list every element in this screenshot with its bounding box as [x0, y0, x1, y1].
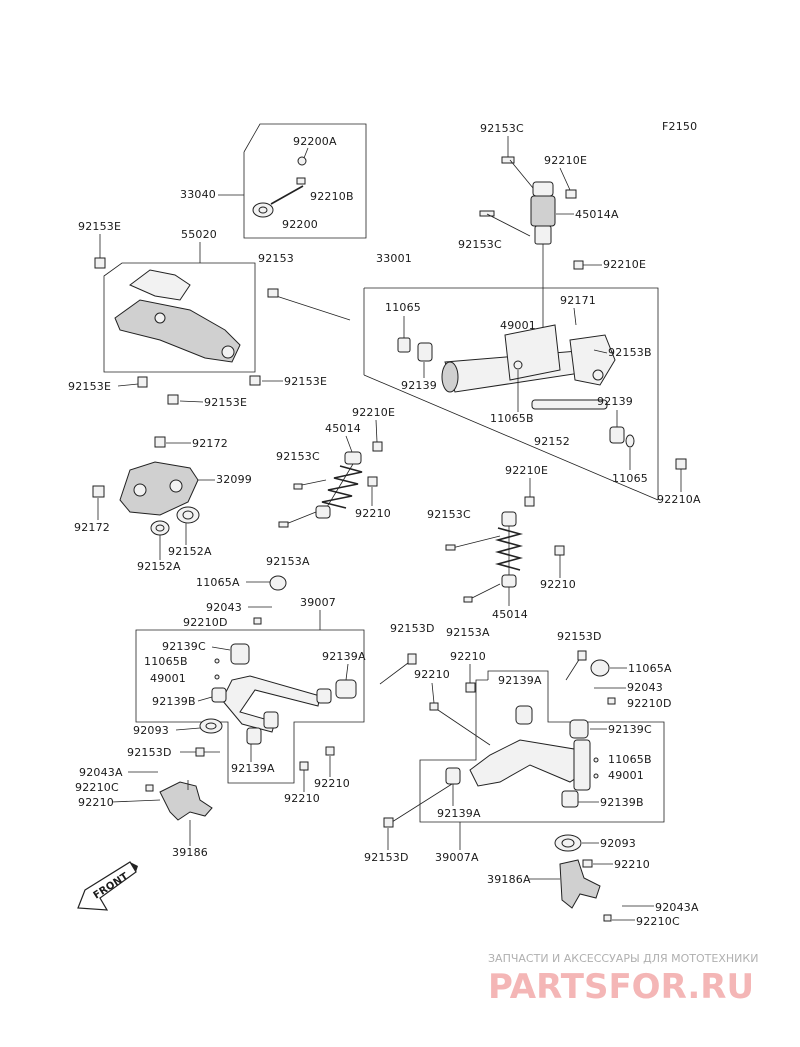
label-92210-left-arm-b: 92210 — [314, 777, 350, 790]
label-45014a: 45014A — [575, 208, 619, 221]
label-92153e-bottom: 92153E — [204, 396, 247, 409]
label-92210-left-knuckle: 92210 — [78, 796, 114, 809]
skid-plate-bracket — [114, 269, 241, 363]
label-92171: 92171 — [560, 294, 596, 307]
label-55020: 55020 — [181, 228, 217, 241]
label-92200: 92200 — [282, 218, 318, 231]
label-92139a-left-top: 92139A — [322, 650, 366, 663]
label-92153a-right: 92153A — [446, 626, 490, 639]
label-92210-center: 92210 — [414, 668, 450, 681]
label-92153e-top-left: 92153E — [78, 220, 121, 233]
label-49001-swingarm: 49001 — [500, 319, 536, 332]
label-92200a: 92200A — [293, 135, 337, 148]
label-92153d-right-bottom: 92153D — [364, 851, 409, 864]
label-92139c-right: 92139C — [608, 723, 652, 736]
label-92172-top: 92172 — [192, 437, 228, 450]
label-92210a: 92210A — [657, 493, 701, 506]
label-92210d-left: 92210D — [183, 616, 228, 629]
label-39007a: 39007A — [435, 851, 479, 864]
right-a-arm — [445, 705, 599, 808]
label-92043-right: 92043 — [627, 681, 663, 694]
front-shock-left — [315, 441, 383, 519]
label-49001-left: 49001 — [150, 672, 186, 685]
label-11065b-left: 11065B — [144, 655, 188, 668]
label-39186a: 39186A — [487, 873, 531, 886]
right-knuckle — [559, 859, 601, 909]
label-39186: 39186 — [172, 846, 208, 859]
label-92153c-left-shock: 92153C — [276, 450, 320, 463]
figure-code: F2150 — [662, 120, 697, 133]
left-knuckle — [159, 780, 213, 821]
label-92153d-left-mid: 92153D — [127, 746, 172, 759]
label-92093-left: 92093 — [133, 724, 169, 737]
label-92153a-left: 92153A — [266, 555, 310, 568]
tow-hook-assembly — [252, 156, 307, 218]
label-92152: 92152 — [534, 435, 570, 448]
label-92043a-left: 92043A — [79, 766, 123, 779]
label-92152a-left: 92152A — [137, 560, 181, 573]
label-92153c-right-shock: 92153C — [427, 508, 471, 521]
swingarm — [441, 324, 616, 393]
label-49001-right: 49001 — [608, 769, 644, 782]
label-32099: 32099 — [216, 473, 252, 486]
label-92153e-left: 92153E — [68, 380, 111, 393]
label-92210-right-shock: 92210 — [540, 578, 576, 591]
label-33040: 33040 — [180, 188, 216, 201]
label-92139b-right: 92139B — [600, 796, 644, 809]
label-92139b-left: 92139B — [152, 695, 196, 708]
label-11065-right: 11065 — [612, 472, 648, 485]
label-45014-right: 45014 — [492, 608, 528, 621]
label-92210c-right: 92210C — [636, 915, 680, 928]
label-11065-left: 11065 — [385, 301, 421, 314]
label-92210-center-top: 92210 — [450, 650, 486, 663]
label-11065a-right: 11065A — [628, 662, 672, 675]
label-92210-left-arm-a: 92210 — [284, 792, 320, 805]
label-92043a-right: 92043A — [655, 901, 699, 914]
label-92139-right: 92139 — [597, 395, 633, 408]
label-92210e-top: 92210E — [544, 154, 587, 167]
label-92139a-left-bottom: 92139A — [231, 762, 275, 775]
label-92153d-right-top: 92153D — [557, 630, 602, 643]
label-92153: 92153 — [258, 252, 294, 265]
carrier-bracket — [92, 436, 199, 516]
label-92139-left: 92139 — [401, 379, 437, 392]
label-92210d-right: 92210D — [627, 697, 672, 710]
label-92153c-top: 92153C — [480, 122, 524, 135]
label-92152a-right: 92152A — [168, 545, 212, 558]
left-a-arm — [211, 643, 357, 745]
label-39007: 39007 — [300, 596, 336, 609]
label-92210e-left-shock: 92210E — [352, 406, 395, 419]
label-33001: 33001 — [376, 252, 412, 265]
label-92210-left-shock: 92210 — [355, 507, 391, 520]
label-92093-right: 92093 — [600, 837, 636, 850]
label-11065a-left: 11065A — [196, 576, 240, 589]
label-92153e-right: 92153E — [284, 375, 327, 388]
watermark-tagline: ЗАПЧАСТИ И АКСЕССУАРЫ ДЛЯ МОТОТЕХНИКИ — [488, 952, 758, 965]
label-92172-bottom: 92172 — [74, 521, 110, 534]
watermark-logo: PARTSFOR.RU — [488, 967, 754, 1007]
label-11065b-right: 11065B — [608, 753, 652, 766]
front-direction-arrow: FRONT — [77, 861, 138, 911]
label-92210-right-knuckle: 92210 — [614, 858, 650, 871]
label-92153b: 92153B — [608, 346, 652, 359]
label-92153c-mid: 92153C — [458, 238, 502, 251]
label-92210e-mid: 92210E — [603, 258, 646, 271]
label-92153d-left-top: 92153D — [390, 622, 435, 635]
label-11065b-swingarm: 11065B — [490, 412, 534, 425]
front-shock-right — [494, 496, 565, 588]
label-45014-left: 45014 — [325, 422, 361, 435]
label-92139a-right-bottom: 92139A — [437, 807, 481, 820]
label-92210b: 92210B — [310, 190, 354, 203]
label-92139a-right-top: 92139A — [498, 674, 542, 687]
label-92043-left: 92043 — [206, 601, 242, 614]
label-92139c-left: 92139C — [162, 640, 206, 653]
label-92210e-right-shock: 92210E — [505, 464, 548, 477]
label-92210c-left: 92210C — [75, 781, 119, 794]
